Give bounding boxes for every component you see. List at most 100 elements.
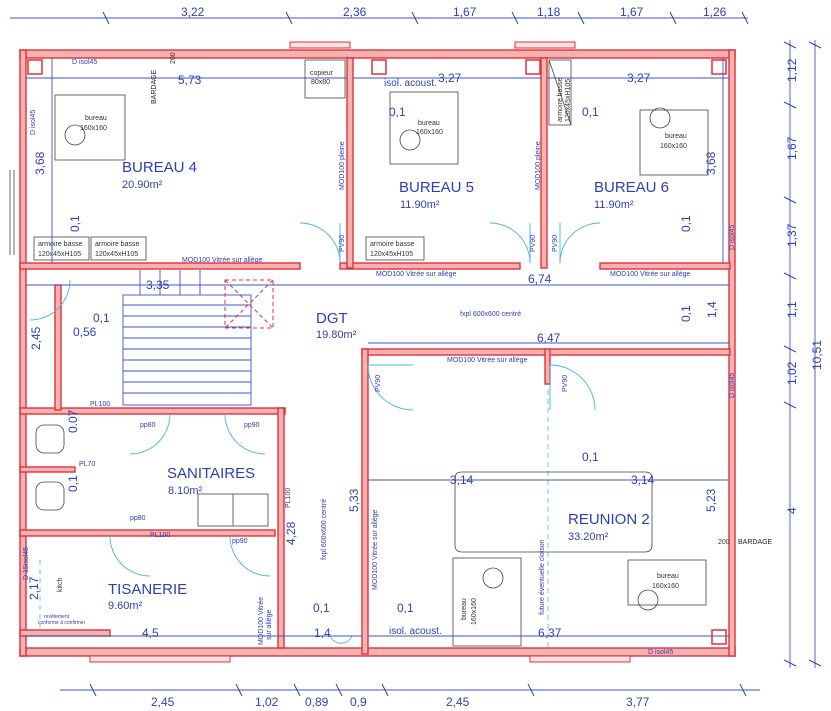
svg-text:0.07: 0.07 — [66, 409, 80, 433]
svg-text:120x45xH105: 120x45xH105 — [95, 251, 138, 258]
dim-right-6: 4 — [785, 507, 799, 514]
area-bureau5: 11.90m² — [400, 199, 440, 211]
svg-text:1,4: 1,4 — [314, 626, 331, 640]
dim-bottom-5: 2,45 — [446, 695, 470, 709]
dim-bottom-4: 0,9 — [350, 695, 367, 709]
svg-text:80x80: 80x80 — [311, 79, 330, 86]
area-tisanerie: 9.60m² — [108, 600, 143, 612]
svg-text:D isol45: D isol45 — [729, 373, 736, 398]
svg-text:1,4: 1,4 — [705, 301, 719, 318]
svg-text:0,1: 0,1 — [68, 215, 82, 232]
svg-text:MOD100 Vitrée sur allège: MOD100 Vitrée sur allège — [182, 257, 263, 264]
dim-bottom-3: 0,89 — [305, 695, 329, 709]
dim-top-4: 1,18 — [537, 5, 561, 19]
svg-text:0,56: 0,56 — [73, 325, 97, 339]
svg-text:0,1: 0,1 — [679, 215, 693, 232]
room-reunion2: REUNION 2 — [568, 511, 650, 528]
corner-markers — [27, 59, 727, 645]
svg-text:0,1: 0,1 — [582, 450, 599, 464]
svg-text:6,74: 6,74 — [528, 272, 552, 286]
dim-right-1: 1,12 — [785, 58, 799, 82]
svg-text:160x160: 160x160 — [80, 125, 107, 132]
svg-text:bureau: bureau — [418, 120, 440, 127]
svg-text:fxpl 600x600 centré: fxpl 600x600 centré — [321, 499, 328, 560]
small-markers: 0,1 0,1 0,1 0,1 0,1 0,1 0,1 0,1 0,1 0.07… — [66, 105, 693, 615]
svg-text:160x160: 160x160 — [471, 598, 478, 625]
room-bureau4: BUREAU 4 — [122, 159, 197, 176]
svg-text:4,28: 4,28 — [284, 521, 298, 545]
svg-text:4,5: 4,5 — [142, 626, 159, 640]
svg-text:160x160: 160x160 — [416, 129, 443, 136]
svg-text:MOD100 pleine: MOD100 pleine — [339, 141, 346, 190]
doors — [29, 222, 601, 648]
svg-text:future éventuelle cloison: future éventuelle cloison — [539, 539, 546, 615]
svg-text:0,1: 0,1 — [389, 105, 406, 119]
svg-text:pp80: pp80 — [140, 422, 156, 429]
svg-text:revêtement: revêtement — [44, 614, 70, 620]
svg-text:PL70: PL70 — [79, 461, 95, 468]
svg-text:MOD100 Vitrée sur allège: MOD100 Vitrée sur allège — [376, 271, 457, 278]
dim-top-5: 1,67 — [620, 5, 644, 19]
dimension-lines — [10, 11, 822, 697]
dim-top-6: 1,26 — [703, 5, 727, 19]
svg-text:D 15isol45: D 15isol45 — [23, 547, 30, 580]
svg-text:armoire basse: armoire basse — [370, 241, 414, 248]
outer-walls — [9, 41, 736, 663]
svg-text:copieur: copieur — [310, 70, 334, 77]
svg-text:0,1: 0,1 — [582, 105, 599, 119]
svg-text:160x160: 160x160 — [652, 583, 679, 590]
room-sanitaires: SANITAIRES — [167, 465, 255, 482]
svg-text:MOD100 pleine: MOD100 pleine — [535, 141, 542, 190]
svg-text:bureau: bureau — [461, 598, 468, 620]
dim-bottom-2: 1,02 — [255, 695, 279, 709]
svg-text:2,45: 2,45 — [29, 326, 43, 350]
svg-text:PV90: PV90 — [339, 235, 346, 252]
room-dgt: DGT — [316, 310, 348, 327]
svg-text:isol. acoust.: isol. acoust. — [384, 78, 437, 89]
svg-text:PV90: PV90 — [375, 375, 382, 392]
svg-text:pp90: pp90 — [232, 538, 248, 545]
svg-text:PV90: PV90 — [530, 235, 537, 252]
room-bureau6: BUREAU 6 — [594, 179, 669, 196]
svg-text:200: 200 — [718, 539, 730, 546]
right-dimensions: 1,12 1,67 1,37 1,1 1,02 4 10,51 — [785, 58, 824, 514]
svg-text:0,1: 0,1 — [66, 475, 80, 492]
svg-text:3,14: 3,14 — [631, 473, 655, 487]
svg-text:D isol45: D isol45 — [729, 225, 736, 250]
svg-text:5,23: 5,23 — [704, 488, 718, 512]
furniture: bureau 160x160 bureau 160x160 bureau 160… — [33, 59, 709, 647]
svg-text:120x45xH105: 120x45xH105 — [565, 79, 572, 122]
svg-text:conforme à confirmer: conforme à confirmer — [38, 620, 86, 626]
dim-right-2: 1,67 — [785, 136, 799, 160]
svg-text:200: 200 — [170, 52, 177, 64]
svg-text:BARDAGE: BARDAGE — [738, 539, 773, 546]
area-bureau4: 20.90m² — [122, 179, 163, 191]
room-tisanerie: TISANERIE — [108, 581, 187, 598]
svg-text:armoire basse: armoire basse — [95, 241, 139, 248]
svg-text:120x45xH105: 120x45xH105 — [38, 251, 81, 258]
room-labels: BUREAU 4 20.90m² BUREAU 5 11.90m² BUREAU… — [108, 159, 669, 612]
svg-text:D isol45: D isol45 — [648, 649, 673, 656]
svg-text:PL100: PL100 — [285, 488, 292, 508]
svg-text:MOD100 Vitrée: MOD100 Vitrée — [258, 597, 265, 645]
dim-top-1: 3,22 — [181, 5, 205, 19]
svg-text:isol. acoust.: isol. acoust. — [389, 626, 442, 637]
partitions — [19, 57, 731, 655]
area-reunion2: 33.20m² — [568, 531, 609, 543]
svg-text:3,27: 3,27 — [627, 71, 651, 85]
dim-top-2: 2,36 — [343, 5, 367, 19]
annotations: D isol45 D isol45 D isol45 D isol45 D is… — [23, 59, 773, 656]
area-sanitaires: 8.10m² — [168, 485, 203, 497]
svg-text:D isol45: D isol45 — [72, 59, 97, 66]
svg-text:armoire basse: armoire basse — [557, 78, 564, 122]
top-dimensions: 3,22 2,36 1,67 1,18 1,67 1,26 — [181, 5, 727, 19]
svg-text:bureau: bureau — [657, 573, 679, 580]
svg-text:D isol45: D isol45 — [30, 110, 37, 135]
svg-text:3,68: 3,68 — [704, 151, 718, 175]
svg-text:kitch: kitch — [57, 578, 64, 593]
svg-text:bureau: bureau — [85, 115, 107, 122]
svg-text:MOD100 Vitrée sur allège: MOD100 Vitrée sur allège — [372, 509, 379, 590]
svg-text:120x45xH105: 120x45xH105 — [370, 251, 413, 258]
svg-text:2,17: 2,17 — [27, 576, 41, 600]
